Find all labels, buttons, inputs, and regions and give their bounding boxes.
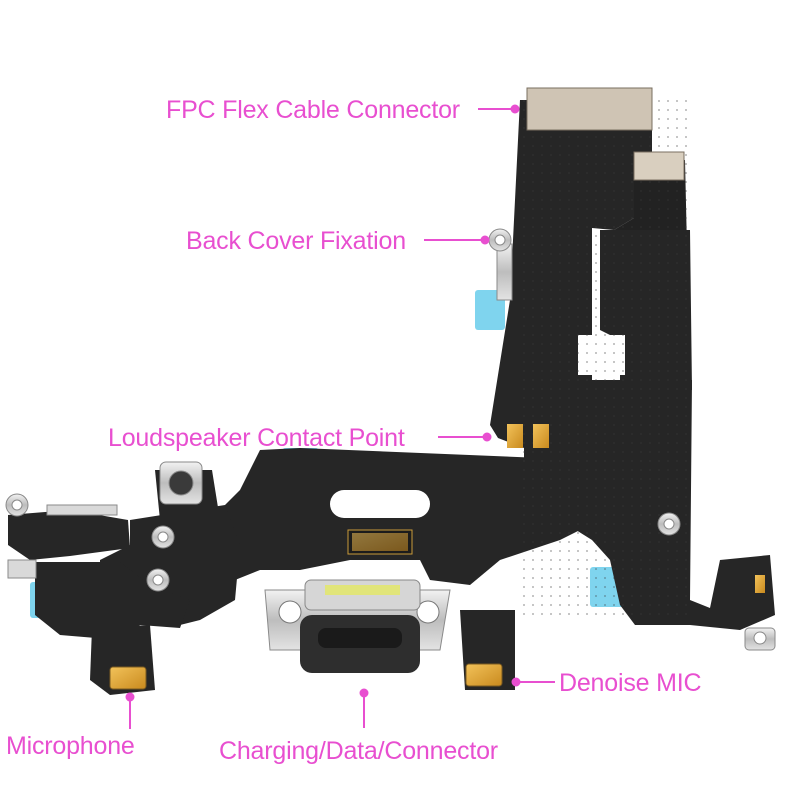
label-microphone: Microphone bbox=[6, 732, 135, 760]
label-back-cover-fixation: Back Cover Fixation bbox=[186, 227, 406, 255]
mic-components bbox=[109, 663, 503, 690]
b2b-connector bbox=[347, 529, 413, 555]
stiffener-plates bbox=[507, 87, 765, 593]
label-denoise-mic: Denoise MIC bbox=[559, 669, 702, 697]
label-charging-data-connector: Charging/Data/Connector bbox=[219, 737, 498, 765]
screw-brackets bbox=[5, 228, 776, 651]
label-loudspeaker-contact-point: Loudspeaker Contact Point bbox=[108, 424, 405, 452]
label-fpc-flex-cable-connector: FPC Flex Cable Connector bbox=[166, 96, 460, 124]
leader-lines bbox=[125, 104, 555, 729]
charging-port bbox=[264, 579, 451, 673]
